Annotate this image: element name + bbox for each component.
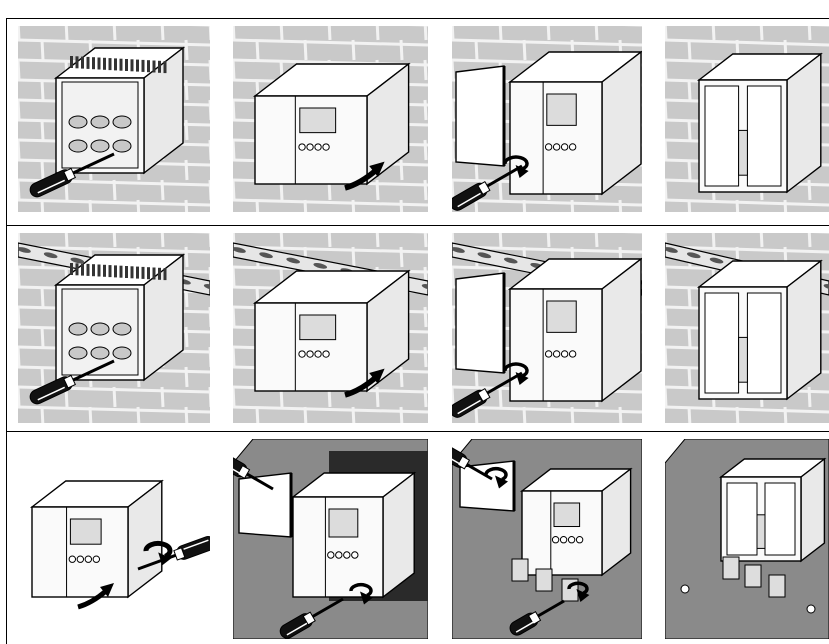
controller-housing-icon (507, 50, 642, 196)
rotation-arrow-icon (484, 466, 508, 489)
base-housing-icon (53, 253, 186, 382)
screwdriver-icon (452, 445, 493, 481)
controller-housing-icon (507, 257, 642, 403)
step-illustration-wall-4 (665, 26, 829, 212)
open-cover-icon (459, 460, 516, 512)
rotation-arrow-icon (567, 581, 590, 603)
base-housing-icon (53, 46, 186, 175)
screwdriver-icon (233, 454, 274, 491)
open-cover-icon (455, 272, 506, 374)
controller-housing-icon (252, 269, 411, 393)
rotation-arrow-icon (349, 582, 373, 605)
step-illustration-din-rail-2 (233, 233, 428, 423)
screwdriver-icon (452, 371, 523, 418)
controller-housing-icon (290, 471, 417, 599)
rotation-arrow-icon (344, 368, 385, 398)
step-illustration-din-rail-1 (18, 233, 210, 423)
step-illustration-wall-3 (452, 26, 642, 212)
screwdriver-icon (29, 152, 115, 198)
step-illustration-panel-4 (665, 439, 829, 639)
step-illustration-din-rail-3 (452, 233, 642, 423)
controller-housing-icon (252, 62, 411, 186)
row-divider-1 (6, 225, 829, 226)
screwdriver-icon (137, 535, 210, 571)
screwdriver-icon (452, 164, 523, 211)
screwdriver-icon (29, 359, 115, 405)
rotation-arrow-icon (344, 161, 385, 191)
step-illustration-wall-2 (233, 26, 428, 212)
rotation-arrow-icon (503, 155, 529, 178)
rotation-arrow-icon (503, 362, 529, 385)
row-divider-2 (6, 431, 829, 432)
open-cover-icon (238, 472, 293, 538)
step-illustration-din-rail-4 (665, 233, 829, 423)
controller-housing-icon (29, 479, 164, 599)
step-illustration-wall-1 (18, 26, 210, 212)
closed-controller-icon (718, 457, 827, 563)
rotation-arrow-icon (77, 583, 114, 610)
frame-left-rule (6, 18, 7, 644)
open-cover-icon (455, 65, 506, 167)
screwdriver-icon (509, 599, 565, 636)
closed-controller-icon (696, 52, 823, 194)
controller-housing-icon (519, 467, 633, 577)
step-illustration-panel-3 (452, 439, 642, 639)
closed-controller-icon (696, 259, 823, 401)
frame-top-rule (6, 18, 829, 19)
screwdriver-icon (279, 597, 344, 639)
step-illustration-panel-2 (233, 439, 428, 639)
rotation-arrow-icon (143, 540, 173, 566)
step-illustration-panel-1 (29, 479, 210, 610)
